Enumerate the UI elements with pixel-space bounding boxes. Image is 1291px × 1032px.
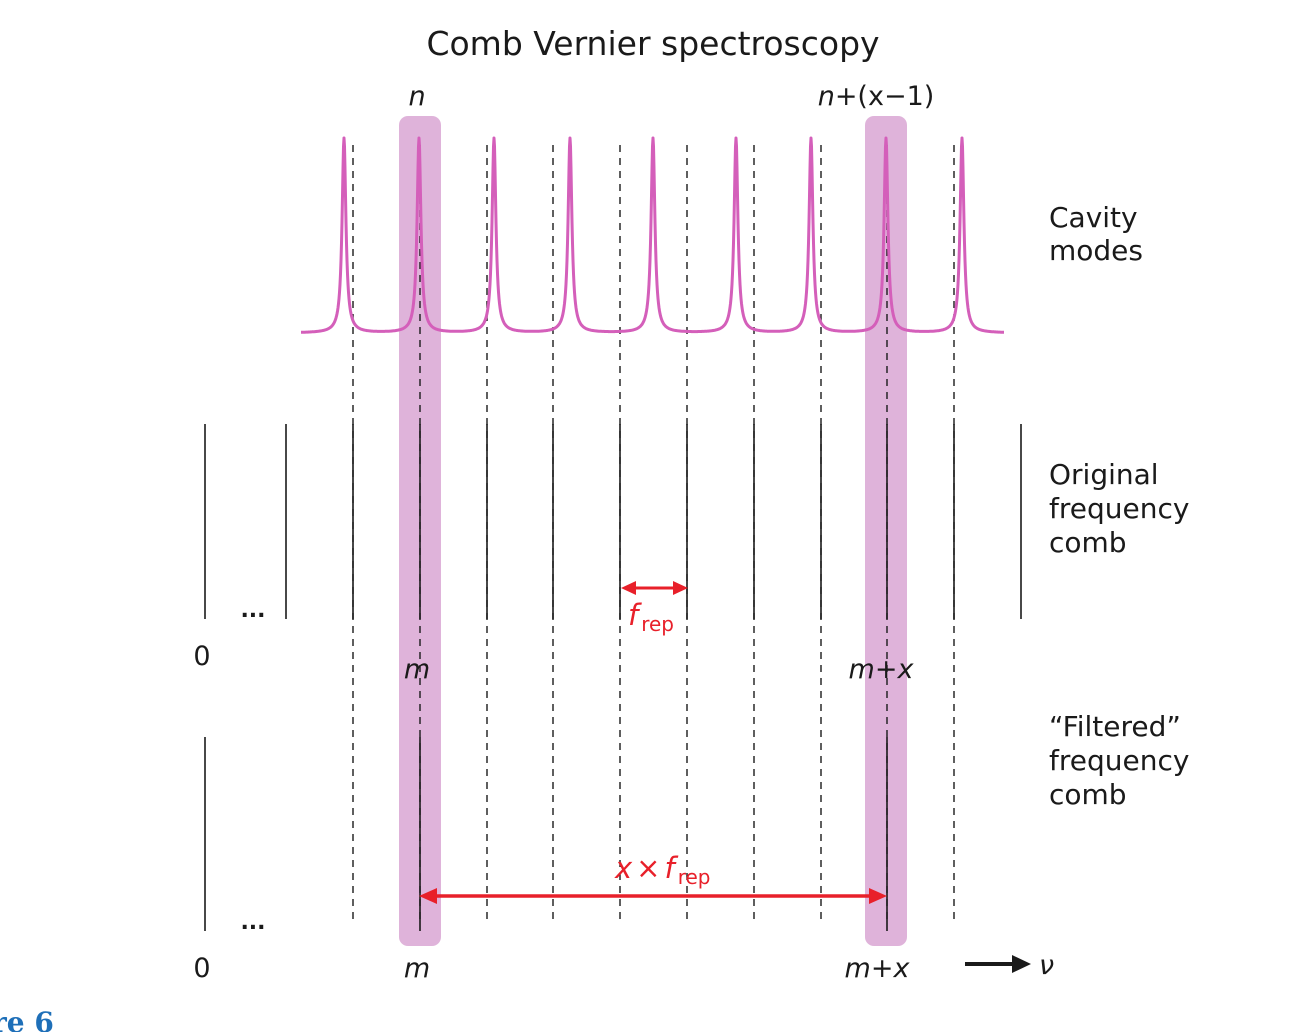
original-comb-lines [204,424,1022,619]
highlight-band-right [865,116,907,946]
ellipsis-bottom: ... [240,910,265,935]
label-m-plus-x-bottom: m+x [845,953,911,984]
filtered-comb-lines [204,737,888,931]
label-m-plus-x-top: m+x [849,654,915,685]
label-m-bottom: m [404,953,430,984]
diagram-title: Comb Vernier spectroscopy [426,24,879,63]
frep-arrow [621,581,688,595]
x-frep-arrow [419,888,887,904]
frequency-axis-arrow [965,955,1031,973]
cavity-modes-curve [300,136,1005,334]
label-zero-top: 0 [193,641,210,672]
label-cavity-modes: Cavity modes [1049,201,1147,267]
label-original-comb: Original frequency comb [1049,458,1198,559]
label-zero-bottom: 0 [193,953,210,984]
label-m-top: m [404,654,430,685]
ellipsis-top: ... [240,598,265,623]
figure-label: re 6 [0,1006,54,1032]
label-n: n [408,81,425,112]
label-n-plus-x-minus-1: n+(x−1) [818,81,935,112]
dashed-guide-lines [352,145,955,925]
label-nu: ν [1039,950,1054,981]
label-filtered-comb: “Filtered” frequency comb [1049,710,1198,811]
